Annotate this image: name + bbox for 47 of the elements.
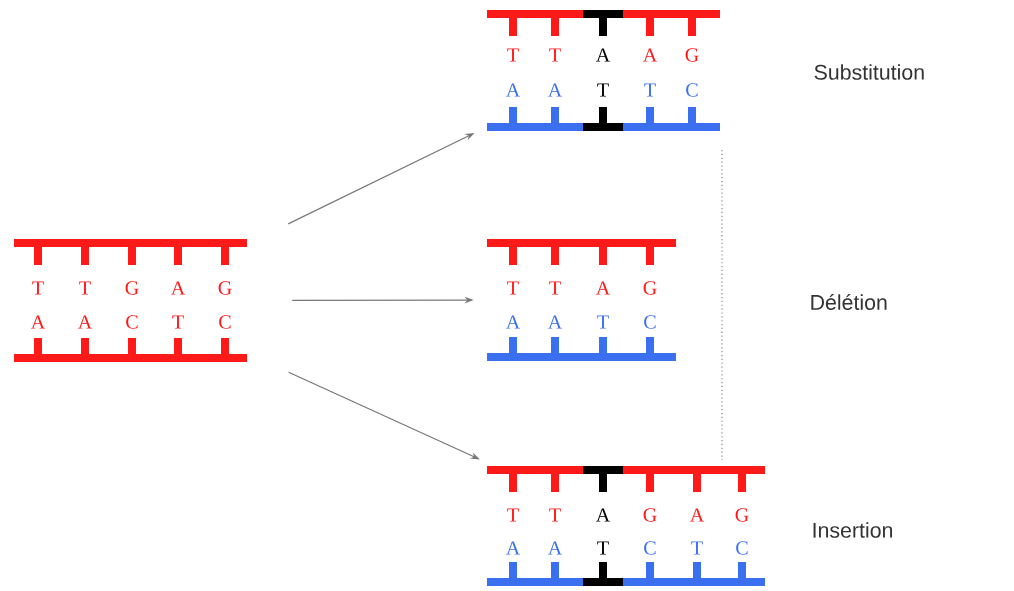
node-label: A [505,83,521,97]
node-label: G [125,281,139,295]
node-label: T [507,508,519,522]
node-label: G [685,48,699,62]
node-label: A [547,315,563,329]
node-label: A [595,508,611,522]
dna-strand-drawing: T T G A G A A C T C [14,239,247,362]
mutation-label: Délétion [811,294,887,310]
node-label: G [643,508,657,522]
node-label: A [505,315,521,329]
node-label: T [549,281,561,295]
node-label: G [735,508,749,522]
node-label: T [644,83,656,97]
node-label: T [32,281,44,295]
node-label: A [30,315,46,329]
node-label: T [507,281,519,295]
dna-strand-drawing: T T A G A A T C [487,239,676,361]
node-label: G [643,281,657,295]
node-label: A [547,541,563,555]
node-label: A [642,48,658,62]
node-label: C [126,315,138,329]
node-label: A [170,281,186,295]
dna-strand-drawing: T T A A G A A T T C [487,10,720,131]
mutation-label: Insertion [813,522,893,538]
node-label: T [597,83,609,97]
node-label: A [595,48,611,62]
node-label: T [597,541,609,555]
node-label: C [219,315,231,329]
node-label: T [549,508,561,522]
node-label: A [77,315,93,329]
node-label: C [644,541,656,555]
node-label: A [547,83,563,97]
node-label: T [549,48,561,62]
node-label: A [505,541,521,555]
node-label: C [686,83,698,97]
node-label: A [595,281,611,295]
node-label: T [172,315,184,329]
node-label: C [736,541,748,555]
node-label: T [691,541,703,555]
dna-strand-drawing: T T A G A G A A T C T C [487,466,765,586]
node-label: T [507,48,519,62]
node-label: A [689,508,705,522]
mutation-label: Substitution [814,64,924,80]
node-label: G [218,281,232,295]
node-label: T [597,315,609,329]
node-label: T [79,281,91,295]
node-label: C [644,315,656,329]
